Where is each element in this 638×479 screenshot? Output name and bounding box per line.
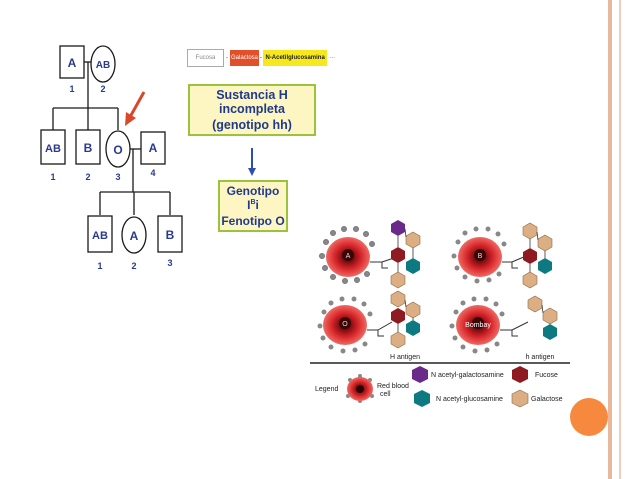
pedigree-male-gen3-3 xyxy=(157,215,183,253)
legend-fucose: Fucose xyxy=(535,372,558,379)
tan-hexagon-icon xyxy=(390,271,406,289)
chain-galactose-label: Galactosa xyxy=(229,50,260,66)
pedigree-female-gen1-2 xyxy=(90,45,116,83)
cell-label-a: A xyxy=(346,253,351,260)
pedigree-chart xyxy=(40,45,183,254)
pedigree-label-gen3-3: B xyxy=(166,228,175,242)
pedigree-number: 2 xyxy=(85,172,90,182)
box-genotype-phenotype: Genotipo IBi Fenotipo O xyxy=(218,180,288,232)
chain-dots: ··· xyxy=(329,55,336,61)
pedigree-male-gen2-4 xyxy=(140,131,166,165)
box1-line2: (genotipo hh) xyxy=(212,118,292,132)
cell-nucleus xyxy=(342,249,354,261)
darkred-hexagon-icon xyxy=(523,248,537,264)
pedigree-numbers: 1 2 1 2 3 4 1 2 3 xyxy=(50,84,172,271)
pedigree-label-gen2-1: AB xyxy=(45,143,61,155)
sugar-chain-strip: Fucosa - Galactosa - N-Acetilglucosamina… xyxy=(187,47,337,69)
box2-line1: Genotipo IBi xyxy=(220,184,286,212)
box2-genotype-sup: B xyxy=(250,199,256,206)
pedigree-male-gen2-1 xyxy=(40,129,66,165)
pedigree-male-gen2-2 xyxy=(75,129,101,165)
chain-fucose-label: Fucosa xyxy=(187,49,225,67)
tan-hexagon-icon xyxy=(537,234,553,252)
teal-hexagon-icon xyxy=(406,258,420,274)
darkred-hexagon-icon xyxy=(391,247,405,263)
antigen-spikes xyxy=(317,296,373,354)
legend-nacetyl-glucosamine: N acetyl-glucosamine xyxy=(436,396,503,403)
pedigree-number: 1 xyxy=(97,261,102,271)
legend-teal-hexagon-icon xyxy=(414,390,430,407)
chain-nacetyl-label: N-Acetilglucosamina xyxy=(262,50,328,66)
tan-hexagon-icon xyxy=(390,331,406,349)
pedigree-number: 3 xyxy=(167,258,172,268)
pedigree-male-gen3-1 xyxy=(87,215,113,253)
antigen-spikes xyxy=(449,296,505,354)
legend: Legend Red blood cell N acetyl-galactosa… xyxy=(315,366,563,408)
tan-hexagon-icon xyxy=(542,307,558,325)
tan-hexagon-icon xyxy=(522,271,538,289)
purple-hexagon-icon xyxy=(391,220,405,236)
cell-nucleus xyxy=(356,385,364,393)
teal-hexagon-icon xyxy=(538,258,552,274)
cell-label-b: B xyxy=(478,253,483,260)
legend-cell-line2: cell xyxy=(380,391,391,398)
darkred-hexagon-icon xyxy=(391,308,405,324)
cell-bombay-group: Bombay xyxy=(449,295,558,354)
box1-line1: Sustancia H incompleta xyxy=(216,88,288,116)
box-incomplete-h-substance: Sustancia H incompleta (genotipo hh) xyxy=(188,84,316,136)
h-antigen-label: H antigen xyxy=(390,354,420,361)
box2-line2: Fenotipo O xyxy=(221,214,285,228)
tan-hexagon-icon xyxy=(405,301,421,319)
tan-hexagon-icon xyxy=(405,231,421,249)
legend-title: Legend xyxy=(315,386,338,393)
orange-circle-decoration xyxy=(570,398,608,436)
legend-tan-hexagon-icon xyxy=(511,389,529,408)
pedigree-female-gen3-2 xyxy=(121,216,147,254)
decorative-rule-thick xyxy=(608,0,612,479)
pedigree-label-gen3-1: AB xyxy=(92,230,108,242)
cell-label-bombay: Bombay xyxy=(465,322,491,329)
pedigree-number: 2 xyxy=(131,261,136,271)
pedigree-label-gen3-2: A xyxy=(130,229,139,243)
cell-nucleus xyxy=(339,317,351,329)
pedigree-number: 1 xyxy=(69,84,74,94)
cell-label-o: O xyxy=(342,321,348,328)
teal-hexagon-icon xyxy=(543,324,557,340)
box2-genotype-end: i xyxy=(255,198,259,212)
red-arrow-icon xyxy=(125,91,146,126)
legend-nacetyl-galactosamine: N acetyl-galactosamine xyxy=(431,372,504,379)
pedigree-label-gen1-1: A xyxy=(68,56,77,70)
cell-b-group: B xyxy=(451,222,553,289)
h-antigen-lowercase-label: h antigen xyxy=(526,354,555,361)
cell-a-group: A xyxy=(319,220,421,289)
cell-nucleus xyxy=(474,249,486,261)
legend-galactose: Galactose xyxy=(531,396,563,403)
pedigree-labels: A AB AB B O A AB A B xyxy=(45,56,175,243)
pedigree-number: 2 xyxy=(100,84,105,94)
pedigree-label-gen2-3: O xyxy=(113,143,122,157)
pedigree-number: 4 xyxy=(150,168,155,178)
legend-cell-line1: Red blood xyxy=(377,383,409,390)
antigen-spikes xyxy=(319,226,375,284)
legend-purple-hexagon-icon xyxy=(412,366,428,383)
legend-darkred-hexagon-icon xyxy=(512,366,528,383)
pedigree-number: 3 xyxy=(115,172,120,182)
pedigree-label-gen1-2: AB xyxy=(96,60,110,71)
cell-nucleus xyxy=(472,317,484,329)
antigen-spikes xyxy=(451,226,507,284)
pedigree-label-gen2-2: B xyxy=(84,141,93,155)
cell-o-group: O xyxy=(317,290,421,354)
tan-hexagon-icon xyxy=(390,290,406,308)
tan-hexagon-icon xyxy=(522,222,538,240)
decorative-rule-thin xyxy=(619,0,621,479)
pedigree-number: 1 xyxy=(50,172,55,182)
tan-hexagon-icon xyxy=(527,295,543,313)
pedigree-label-gen2-4: A xyxy=(149,141,158,155)
teal-hexagon-icon xyxy=(406,320,420,336)
blue-arrow-icon xyxy=(248,148,256,176)
box2-genotype-text: Genotipo I xyxy=(226,184,280,212)
